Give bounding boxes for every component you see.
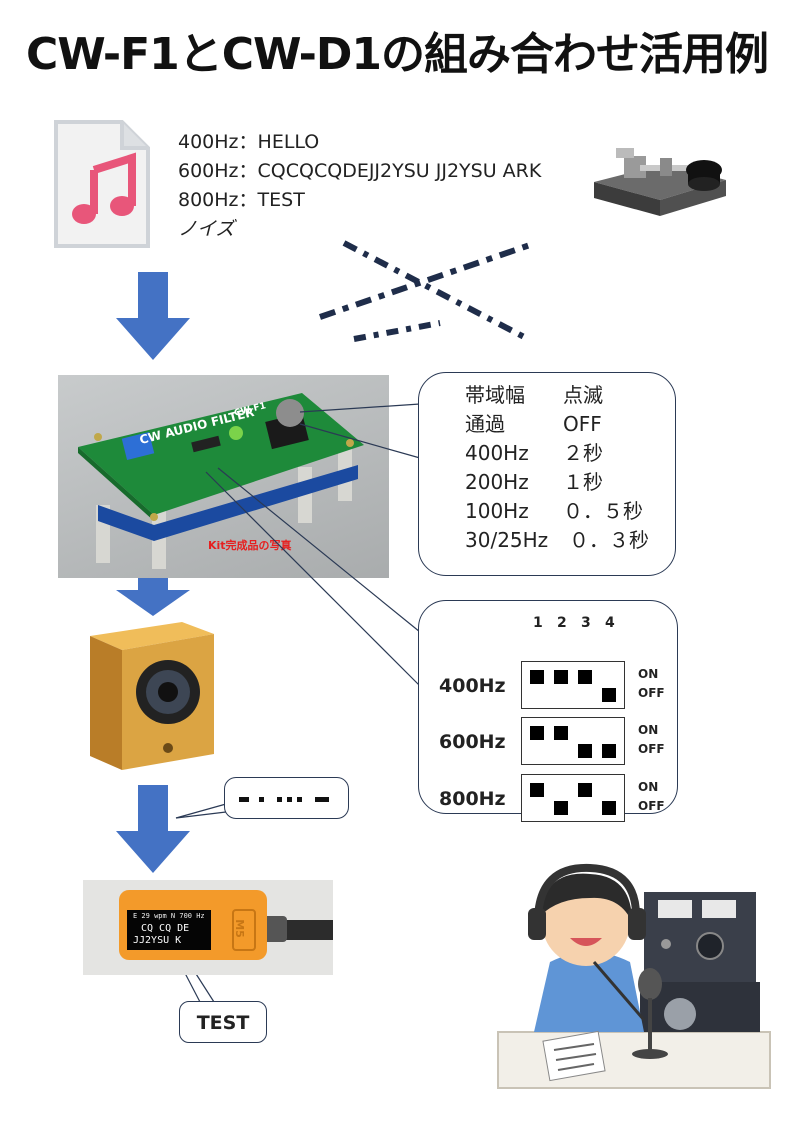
blink-bandwidth: 100Hz xyxy=(465,499,529,523)
blink-bandwidth: 200Hz xyxy=(465,470,529,494)
device-illustration xyxy=(119,890,333,960)
blink-bandwidth: 400Hz xyxy=(465,441,529,465)
dip-switch-1-on xyxy=(530,670,544,684)
dip-switch-2-off xyxy=(554,801,568,815)
dip-switch-3-on xyxy=(578,783,592,797)
cw-d1-device-photo: E 29 wpm N 700 Hz CQ CQ DE JJ2YSU K M5 xyxy=(83,880,333,975)
morse-code-bubble xyxy=(224,777,349,819)
morse-code-marks xyxy=(239,797,329,802)
signal-noise: ノイズ xyxy=(178,218,235,240)
off-label: OFF xyxy=(638,799,665,813)
off-label: OFF xyxy=(638,686,665,700)
dip-number: 2 xyxy=(557,615,567,631)
dip-switch-1-on xyxy=(530,726,544,740)
signal-list: 400Hz：HELLO 600Hz：CQCQCQDEJJ2YSU JJ2YSU … xyxy=(178,128,541,244)
dip-switch-box xyxy=(521,661,625,709)
on-label: ON xyxy=(638,780,659,794)
on-off-labels: ON OFF xyxy=(638,778,665,816)
oled-status-line: E 29 wpm N 700 Hz xyxy=(133,912,205,920)
dip-switch-2-on xyxy=(554,726,568,740)
blink-header: 帯域幅 点滅 xyxy=(465,381,675,410)
on-off-labels: ON OFF xyxy=(638,721,665,759)
dip-switch-3-on xyxy=(578,670,592,684)
blink-row: 200Hz １秒 xyxy=(465,468,675,497)
dip-switch-1-on xyxy=(530,783,544,797)
signal-800: 800Hz：TEST xyxy=(178,189,305,211)
dip-number: 3 xyxy=(581,615,591,631)
blink-row: 100Hz ０．５秒 xyxy=(465,497,675,526)
dip-switch-2-on xyxy=(554,670,568,684)
dip-setting-label: 800Hz xyxy=(439,788,506,810)
dip-switch-4-off xyxy=(602,801,616,815)
blink-row: 400Hz ２秒 xyxy=(465,439,675,468)
dip-switch-4-off xyxy=(602,688,616,702)
blink-bandwidth: 30/25Hz xyxy=(465,528,549,552)
blink-rate: ０．３秒 xyxy=(569,528,649,552)
dip-number: 1 xyxy=(533,615,543,631)
blink-rate: １秒 xyxy=(563,470,603,494)
on-label: ON xyxy=(638,723,659,737)
blink-header-blink: 点滅 xyxy=(563,383,603,407)
blink-header-bandwidth: 帯域幅 xyxy=(465,383,525,407)
dip-switch-box xyxy=(521,774,625,822)
dip-switch-4-off xyxy=(602,744,616,758)
blink-rate: OFF xyxy=(563,412,602,436)
dip-setting-label: 600Hz xyxy=(439,731,506,753)
photo-caption: Kit完成品の写真 xyxy=(208,539,292,552)
blink-row: 通過 OFF xyxy=(465,410,675,439)
arrow-down-3 xyxy=(116,785,190,873)
blink-rate: ２秒 xyxy=(563,441,603,465)
music-file-icon xyxy=(54,120,150,248)
morse-key-icon xyxy=(594,148,726,216)
oled-text-line: CQ CQ DE xyxy=(141,923,190,934)
signal-600: 600Hz：CQCQCQDEJJ2YSU JJ2YSU ARK xyxy=(178,160,542,182)
blink-bandwidth: 通過 xyxy=(465,412,505,436)
cw-f1-board-photo: CW AUDIO FILTER CW-F1 Kit完成品の写真 xyxy=(58,375,389,578)
radio-operator-illustration xyxy=(497,863,771,1089)
dip-switch-box xyxy=(521,717,625,765)
board-illustration xyxy=(78,393,364,569)
speaker-icon xyxy=(90,622,214,770)
blink-rate: ０．５秒 xyxy=(563,499,643,523)
dip-number: 4 xyxy=(605,615,615,631)
blink-table-bubble: 帯域幅 点滅 通過 OFF 400Hz ２秒 200Hz １秒 100Hz ０．… xyxy=(418,372,676,576)
noise-dashed-lines xyxy=(319,240,531,342)
off-label: OFF xyxy=(638,742,665,756)
arrow-down-2 xyxy=(116,578,190,616)
m5-logo: M5 xyxy=(232,919,246,938)
signal-400: 400Hz：HELLO xyxy=(178,131,320,153)
page-title: CW-F1とCW-D1の組み合わせ活用例 xyxy=(25,29,769,80)
dip-switch-3-off xyxy=(578,744,592,758)
dip-setting-label: 400Hz xyxy=(439,675,506,697)
blink-row: 30/25Hz ０．３秒 xyxy=(465,526,675,555)
on-label: ON xyxy=(638,667,659,681)
oled-text-line: JJ2YSU K xyxy=(133,935,182,946)
arrow-down-1 xyxy=(116,272,190,360)
on-off-labels: ON OFF xyxy=(638,665,665,703)
decoded-text-bubble: TEST xyxy=(179,1001,267,1043)
